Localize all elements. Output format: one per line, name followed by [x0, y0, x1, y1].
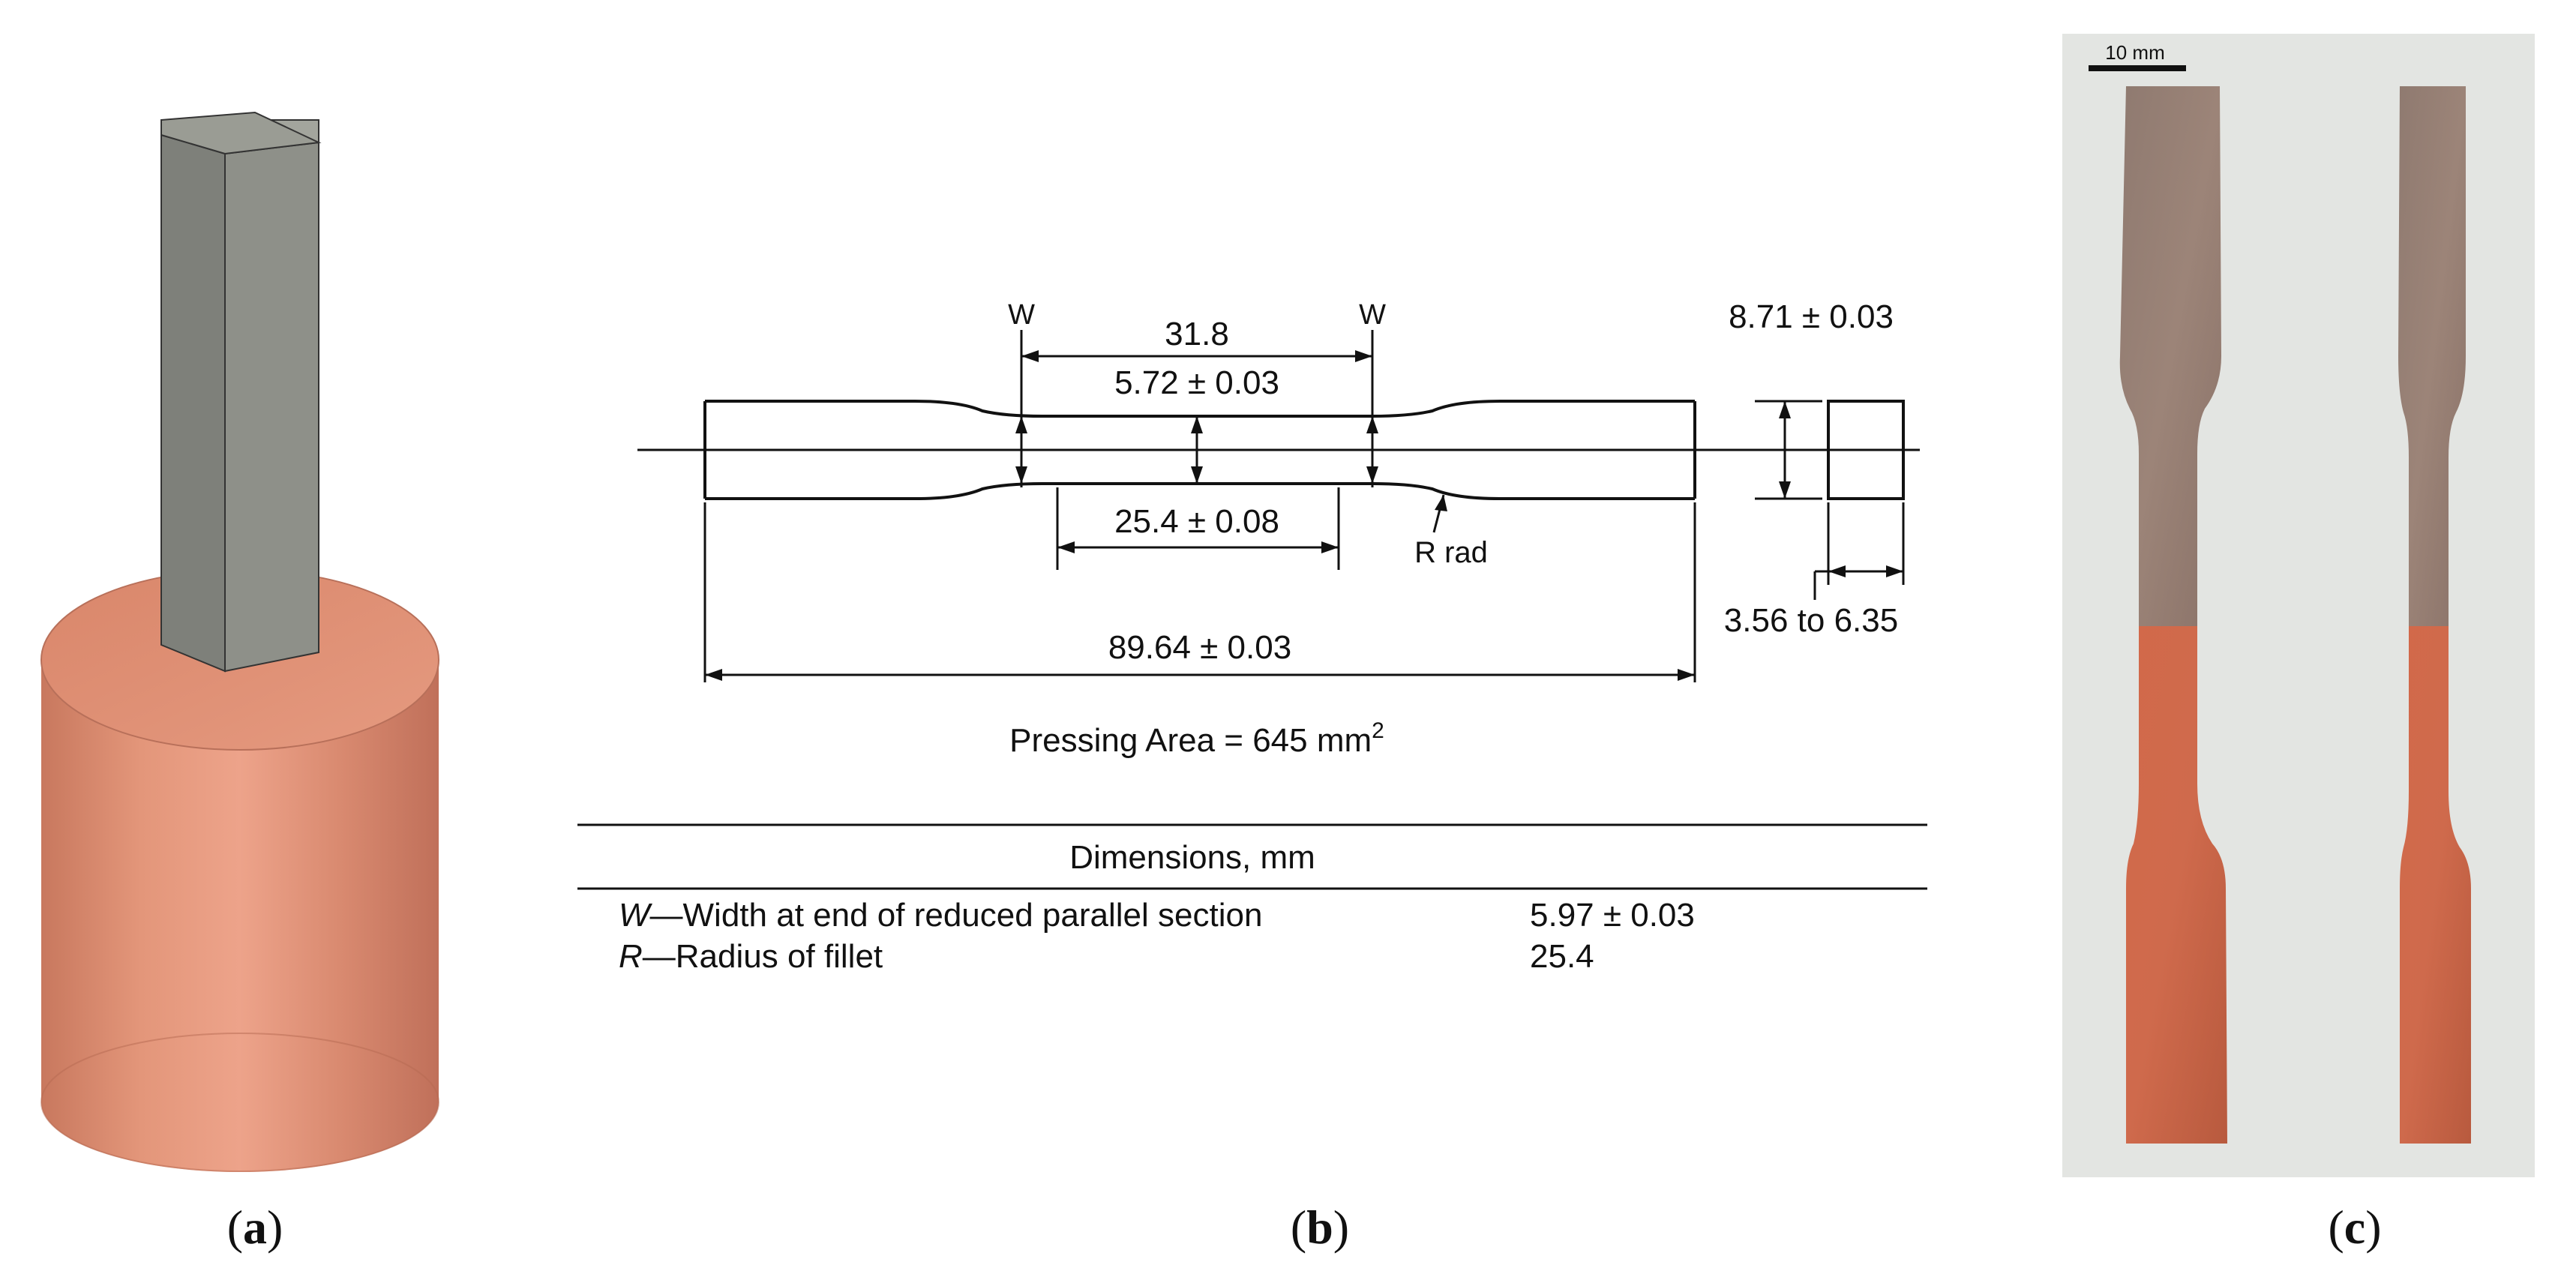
panel-a — [0, 0, 525, 1200]
pressing-area-label: Pressing Area = 645 mm2 — [1009, 718, 1384, 759]
pressing-area-superscript: 2 — [1372, 718, 1384, 743]
pressing-area-text: Pressing Area = 645 mm — [1009, 722, 1372, 759]
arrow — [1321, 541, 1339, 553]
arrow — [705, 669, 722, 681]
panel-b: W W 31.8 5.72 ± 0.03 25.4 ± 0.08 R rad 8… — [555, 247, 1942, 997]
caption-a: (a) — [180, 1200, 330, 1255]
table-row-r-value: 25.4 — [1530, 938, 1594, 975]
caption-paren-open: ( — [2328, 1201, 2344, 1254]
arrow — [1366, 416, 1378, 433]
specimen-1-copper — [2126, 626, 2227, 1144]
label-gauge-span: 31.8 — [1165, 316, 1229, 352]
steel-bar-front-face — [160, 133, 226, 673]
arrow — [1015, 466, 1027, 484]
label-width-reduced: 5.72 ± 0.03 — [1114, 364, 1279, 401]
specimen-outline-bottom — [705, 482, 1695, 500]
caption-paren-close: ) — [1333, 1201, 1350, 1254]
caption-paren-open: ( — [1290, 1201, 1307, 1254]
label-parallel-length: 25.4 ± 0.08 — [1114, 503, 1279, 540]
specimen-1-steel — [2119, 86, 2221, 626]
table-row-w-symbol: W — [619, 897, 652, 934]
caption-paren-close: ) — [267, 1201, 283, 1254]
specimen-2-steel — [2398, 86, 2466, 626]
specimen-1 — [2119, 86, 2227, 1144]
arrow — [1678, 669, 1695, 681]
specimen-2-copper — [2400, 626, 2471, 1144]
arrow — [1191, 466, 1203, 484]
arrow — [1355, 350, 1372, 362]
bimetal-model-illustration — [40, 111, 439, 1173]
table-row-r: R—Radius of fillet — [619, 938, 883, 975]
table-row-w: W—Width at end of reduced parallel secti… — [619, 897, 1262, 934]
specimen-photo: 10 mm — [2089, 41, 2471, 1144]
table-header: Dimensions, mm — [1069, 839, 1315, 876]
label-w-left: W — [1008, 299, 1035, 331]
specimen-drawing: W W 31.8 5.72 ± 0.03 25.4 ± 0.08 R rad 8… — [577, 298, 1927, 975]
caption-letter: b — [1306, 1201, 1333, 1254]
scale-bar-label: 10 mm — [2105, 41, 2164, 64]
panel-c: 10 mm — [2062, 34, 2535, 1177]
arrow — [1021, 350, 1039, 362]
arrow — [1828, 565, 1846, 577]
scale-bar — [2089, 65, 2186, 71]
arrow — [1435, 495, 1447, 511]
steel-bar-top-cap — [160, 111, 322, 155]
label-thickness: 3.56 to 6.35 — [1724, 602, 1898, 639]
label-w-right: W — [1359, 299, 1386, 331]
caption-letter: c — [2344, 1201, 2366, 1254]
copper-cylinder-bottom-edge — [40, 1033, 439, 1172]
arrow — [1015, 416, 1027, 433]
caption-paren-close: ) — [2365, 1201, 2382, 1254]
caption-b: (b) — [1245, 1200, 1395, 1255]
table-row-r-description: —Radius of fillet — [643, 938, 883, 975]
label-r-rad: R rad — [1414, 536, 1488, 569]
cross-section — [1827, 400, 1905, 500]
specimen-2 — [2398, 86, 2471, 1144]
specimen-outline-top — [705, 400, 1695, 418]
caption-letter: a — [243, 1201, 267, 1254]
table-row-w-value: 5.97 ± 0.03 — [1530, 897, 1695, 934]
copper-cylinder-side — [41, 660, 439, 1173]
caption-paren-open: ( — [226, 1201, 243, 1254]
arrow — [1886, 565, 1903, 577]
arrow — [1057, 541, 1075, 553]
arrow — [1779, 481, 1791, 499]
arrow — [1366, 466, 1378, 484]
label-overall-length: 89.64 ± 0.03 — [1108, 629, 1291, 666]
table-row-w-description: —Width at end of reduced parallel sectio… — [650, 897, 1263, 934]
steel-bar-side-face — [224, 141, 319, 673]
table-row-r-symbol: R — [619, 938, 643, 975]
arrow — [1779, 401, 1791, 418]
arrow — [1191, 416, 1203, 433]
caption-c: (c) — [2280, 1200, 2430, 1255]
label-grip-width: 8.71 ± 0.03 — [1729, 298, 1894, 335]
